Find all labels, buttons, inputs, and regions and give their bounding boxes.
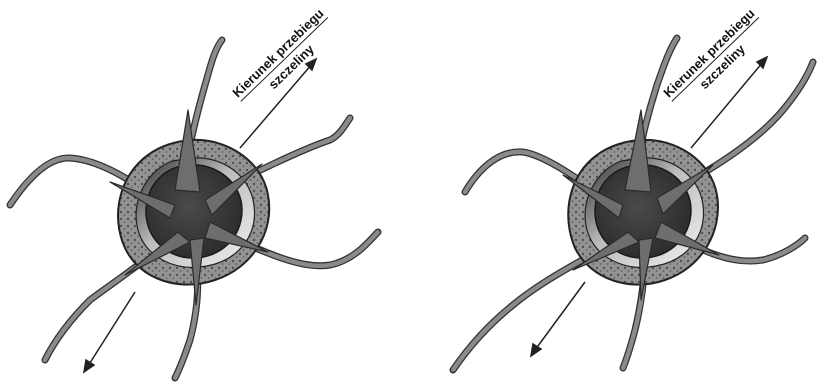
direction-arrow-lower xyxy=(531,282,585,356)
diagram-panel-left: Kierunek przebiegu szczeliny xyxy=(0,0,412,383)
direction-arrow-lower xyxy=(84,292,135,372)
cell-diagram-right xyxy=(413,0,825,383)
cell-diagram-left xyxy=(0,0,412,383)
diagram-panel-right: Kierunek przebiegu szczeliny xyxy=(413,0,825,383)
